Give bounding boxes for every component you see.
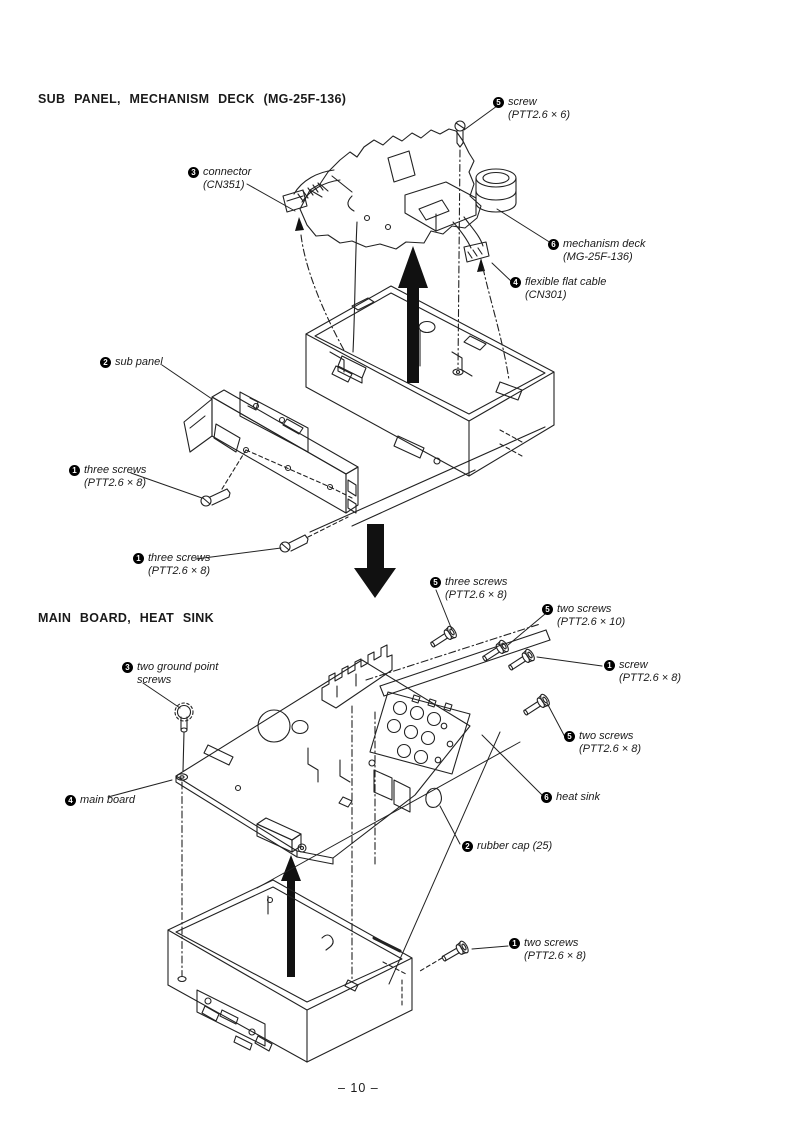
callout-text: three screws(PTT2.6 × 8) <box>445 576 508 601</box>
callout-number-badge: 5 <box>493 97 504 108</box>
callout-sub-panel: 2 sub panel <box>100 356 163 369</box>
callout-text: sub panel <box>115 356 163 368</box>
callout-text: two screws(PTT2.6 × 10) <box>557 603 626 628</box>
callout-number-badge: 1 <box>133 553 144 564</box>
leader-lines-top <box>130 105 552 560</box>
callout-three-screws-c: 5 three screws(PTT2.6 × 8) <box>430 576 507 602</box>
callout-text: two screws(PTT2.6 × 8) <box>524 937 587 962</box>
callout-screw-right: 1 screw(PTT2.6 × 8) <box>604 659 681 685</box>
callout-three-screws-b: 1 three screws(PTT2.6 × 8) <box>133 552 210 578</box>
assembly-arrows <box>281 246 428 977</box>
callout-number-badge: 6 <box>548 239 559 250</box>
callout-number-badge: 6 <box>541 792 552 803</box>
callout-mechanism-deck: 6 mechanism deck(MG-25F-136) <box>548 238 646 264</box>
callout-number-badge: 3 <box>188 167 199 178</box>
callout-number-badge: 1 <box>604 660 615 671</box>
callout-flexible-flat-cable: 4 flexible flat cable(CN301) <box>510 276 606 302</box>
callout-text: screw(PTT2.6 × 8) <box>619 659 682 684</box>
callout-text: mechanism deck(MG-25F-136) <box>563 238 646 263</box>
callout-number-badge: 4 <box>65 795 76 806</box>
callout-main-board: 4 main board <box>65 794 135 807</box>
callout-text: two screws(PTT2.6 × 8) <box>579 730 642 755</box>
callout-text: main board <box>80 794 136 806</box>
callout-number-badge: 3 <box>122 662 133 673</box>
callout-text: heat sink <box>556 791 601 803</box>
section-title-sub-panel: SUB PANEL, MECHANISM DECK (MG-25F-136) <box>38 92 347 106</box>
callout-text: screw(PTT2.6 × 6) <box>508 96 571 121</box>
callout-two-screws-10: 5 two screws(PTT2.6 × 10) <box>542 603 625 629</box>
chassis-bottom-drawing <box>167 879 413 1063</box>
callout-connector: 3 connector(CN351) <box>188 166 251 192</box>
leader-lines-bottom <box>107 589 603 950</box>
callout-text: connector(CN351) <box>203 166 252 191</box>
section-title-main-board: MAIN BOARD, HEAT SINK <box>38 611 214 625</box>
callout-two-screws-8: 5 two screws(PTT2.6 × 8) <box>564 730 641 756</box>
page-number: – 10 – <box>338 1081 379 1095</box>
callout-number-badge: 5 <box>542 604 553 615</box>
mechanism-deck-drawing <box>282 120 523 401</box>
screws-bottom-drawing <box>419 624 552 972</box>
callout-heat-sink: 6 heat sink <box>541 791 600 804</box>
callout-number-badge: 4 <box>510 277 521 288</box>
sub-panel-drawing <box>183 389 359 553</box>
callout-two-screws-bottom: 1 two screws(PTT2.6 × 8) <box>509 937 586 963</box>
callout-text: flexible flat cable(CN301) <box>525 276 607 301</box>
heat-sink-drawing <box>321 623 551 983</box>
callout-number-badge: 5 <box>564 731 575 742</box>
rubber-cap-drawing <box>425 787 442 808</box>
callout-number-badge: 1 <box>509 938 520 949</box>
callout-number-badge: 2 <box>462 841 473 852</box>
callout-number-badge: 2 <box>100 357 111 368</box>
callout-text: rubber cap (25) <box>477 840 553 852</box>
callout-number-badge: 5 <box>430 577 441 588</box>
callout-rubber-cap: 2 rubber cap (25) <box>462 840 552 853</box>
callout-number-badge: 1 <box>69 465 80 476</box>
alignment-lines-bottom <box>256 731 521 985</box>
callout-three-screws-a: 1 three screws(PTT2.6 × 8) <box>69 464 146 490</box>
main-board-drawing <box>175 659 471 865</box>
callout-text: three screws(PTT2.6 × 8) <box>84 464 147 489</box>
chassis-top-drawing <box>239 285 555 533</box>
callout-screw-top: 5 screw(PTT2.6 × 6) <box>493 96 570 122</box>
callout-text: three screws(PTT2.6 × 8) <box>148 552 211 577</box>
